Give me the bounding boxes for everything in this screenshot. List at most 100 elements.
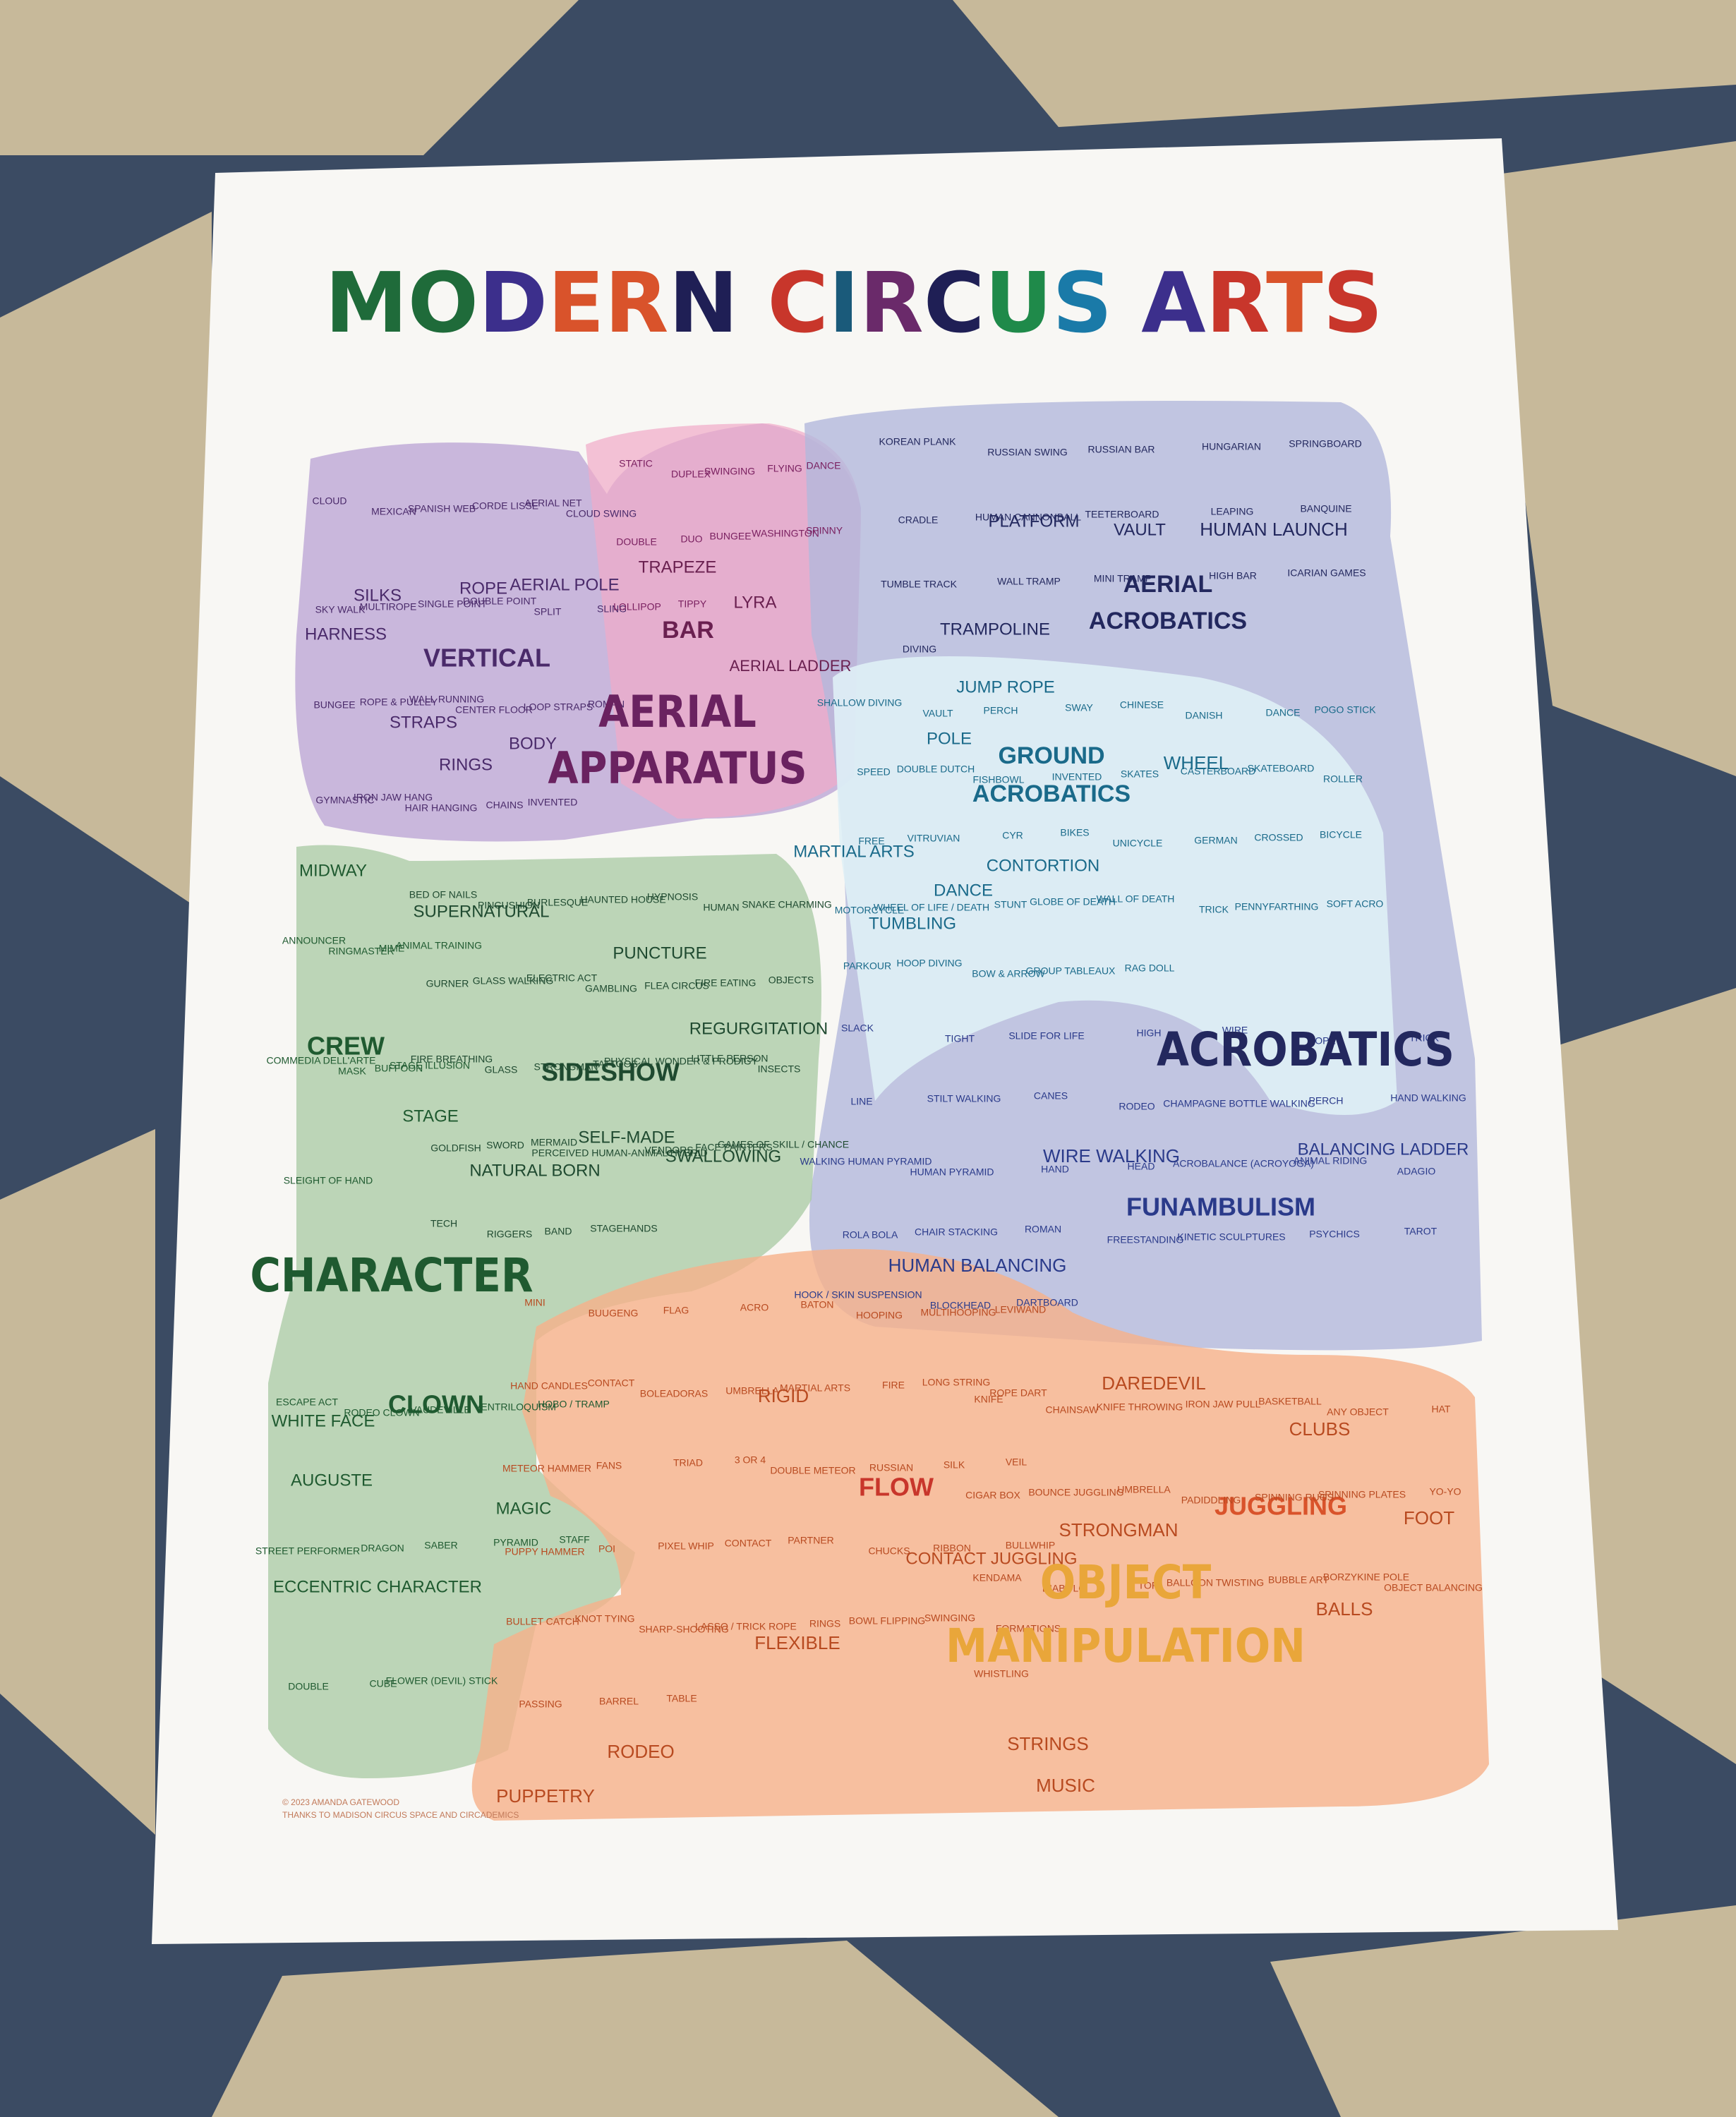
category-label: HUMAN BALANCING bbox=[888, 1255, 1067, 1276]
subcategory-label: DOUBLE DUTCH bbox=[897, 764, 975, 775]
subcategory-label: FLEA CIRCUS bbox=[644, 980, 709, 991]
subcategory-label: WALL OF DEATH bbox=[1097, 893, 1175, 905]
subcategory-label: ROLLER bbox=[1323, 773, 1363, 785]
category-label: PLATFORM bbox=[989, 512, 1080, 531]
subcategory-label: WASHINGTON bbox=[752, 528, 819, 539]
category-label: CONTORTION bbox=[987, 856, 1099, 875]
subcategory-label: PADIDDLING bbox=[1181, 1495, 1241, 1506]
subcategory-label: CUBE bbox=[370, 1678, 397, 1689]
subcategory-label: GROUP TABLEAUX bbox=[1026, 965, 1116, 977]
subcategory-label: CROSSED bbox=[1254, 832, 1303, 843]
subcategory-label: ROMAN bbox=[1025, 1224, 1061, 1235]
subcategory-label: RUSSIAN BAR bbox=[1088, 444, 1155, 455]
subcategory-label: HAIR HANGING bbox=[405, 802, 478, 814]
region-label-acrobatics: ACROBATICS bbox=[1157, 1023, 1454, 1077]
region-aerial-apparatus-pink bbox=[586, 423, 861, 819]
category-label: TRAPEZE bbox=[639, 557, 717, 577]
subcategory-label: SPEED bbox=[857, 766, 890, 778]
subcategory-label: FORMATIONS bbox=[996, 1623, 1061, 1634]
title-letter: N bbox=[669, 254, 739, 351]
title-letter: I bbox=[828, 254, 860, 351]
subcategory-label: LEAPING bbox=[1211, 506, 1254, 517]
poster-title: MODERN CIRCUS ARTS bbox=[325, 254, 1382, 351]
subcategory-label: CLOUD bbox=[312, 495, 346, 507]
subcategory-label: CORDE LISSE bbox=[472, 500, 538, 512]
subcategory-label: PYRAMID bbox=[493, 1537, 538, 1548]
subcategory-label: DUO bbox=[680, 533, 702, 545]
subcategory-label: FIRE BREATHING bbox=[411, 1054, 493, 1065]
subcategory-label: BULLET CATCH bbox=[506, 1616, 579, 1627]
subcategory-label: TRIAD bbox=[673, 1457, 703, 1468]
subcategory-label: CHAINSAW bbox=[1046, 1404, 1099, 1416]
subcategory-label: FIRE bbox=[882, 1380, 905, 1391]
category-label: SUPERNATURAL bbox=[414, 902, 550, 921]
category-label: ROPE bbox=[459, 579, 507, 598]
subcategory-label: GLOBE OF DEATH bbox=[1030, 896, 1116, 907]
category-label: CLUBS bbox=[1289, 1418, 1351, 1440]
subcategory-label: RODEO bbox=[1119, 1101, 1155, 1112]
subcategory-label: INSECTS bbox=[758, 1063, 801, 1075]
title-letter: U bbox=[984, 254, 1052, 351]
subcategory-label: HOOPING bbox=[856, 1310, 903, 1321]
title-letter: S bbox=[1323, 254, 1383, 351]
subcategory-label: TUMBLE TRACK bbox=[881, 579, 958, 590]
subcategory-label: UNICYCLE bbox=[1113, 838, 1163, 849]
subcategory-label: DANCE bbox=[806, 460, 840, 471]
category-label: ECCENTRIC CHARACTER bbox=[273, 1577, 482, 1596]
region-object-manipulation bbox=[471, 1249, 1489, 1821]
subcategory-label: IRON JAW HANG bbox=[354, 792, 433, 803]
category-label: BALLS bbox=[1316, 1598, 1373, 1620]
category-label: MAGIC bbox=[496, 1499, 552, 1518]
subcategory-label: TIGHT bbox=[945, 1033, 975, 1044]
subcategory-label: MINI bbox=[524, 1297, 545, 1308]
subcategory-label: PHYSICAL WONDER & PRODIGY bbox=[604, 1056, 759, 1067]
subcategory-label: FANS bbox=[596, 1460, 622, 1471]
category-label: REGURGITATION bbox=[689, 1019, 828, 1038]
subcategory-label: TAROT bbox=[1404, 1226, 1437, 1237]
subcategory-label: MASK bbox=[338, 1066, 366, 1077]
subcategory-label: LOLLIPOP bbox=[613, 601, 661, 613]
subcategory-label: BANQUINE bbox=[1300, 503, 1351, 514]
subcategory-label: PSYCHICS bbox=[1309, 1229, 1360, 1240]
subcategory-label: GURNER bbox=[426, 978, 469, 989]
subcategory-label: HOOK / SKIN SUSPENSION bbox=[794, 1289, 922, 1301]
category-label: RIGID bbox=[758, 1385, 809, 1406]
subcategory-label: WALL RUNNING bbox=[409, 694, 484, 705]
subcategory-label: PERCH bbox=[1308, 1095, 1343, 1106]
subcategory-label: CHAIR STACKING bbox=[915, 1226, 998, 1238]
subcategory-label: HOBO / TRAMP bbox=[538, 1399, 610, 1410]
category-label: JUGGLING bbox=[1214, 1492, 1347, 1521]
subcategory-label: POGO STICK bbox=[1314, 704, 1376, 716]
category-label: CONTACT JUGGLING bbox=[905, 1549, 1077, 1568]
subcategory-label: FLOWER (DEVIL) STICK bbox=[386, 1675, 498, 1687]
subcategory-label: HAND bbox=[1041, 1164, 1069, 1175]
subcategory-label: TATTOOS bbox=[593, 1058, 638, 1070]
subcategory-label: LASSO / TRICK ROPE bbox=[695, 1621, 797, 1632]
subcategory-label: SWORD bbox=[486, 1140, 524, 1151]
subcategory-label: AERIAL NET bbox=[524, 497, 582, 509]
subcategory-label: WALKING HUMAN PYRAMID bbox=[800, 1156, 932, 1167]
subcategory-label: VENDORS bbox=[644, 1145, 693, 1156]
rug-pattern-shape bbox=[0, 0, 579, 155]
subcategory-label: GLASS WALKING bbox=[473, 975, 554, 987]
subcategory-label: SOFT ACRO bbox=[1327, 898, 1384, 910]
title-letter: R bbox=[605, 254, 669, 351]
subcategory-label: FIRE EATING bbox=[695, 977, 757, 989]
category-label: GROUND bbox=[998, 742, 1104, 769]
subcategory-label: INVENTED bbox=[1052, 771, 1102, 783]
subcategory-label: STATIC bbox=[619, 458, 653, 469]
subcategory-label: ADAGIO bbox=[1397, 1166, 1436, 1177]
subcategory-label: TOP bbox=[1138, 1580, 1159, 1591]
subcategory-label: TIPPY bbox=[678, 598, 707, 610]
subcategory-label: HAUNTED HOUSE bbox=[580, 894, 665, 905]
rug-pattern-shape bbox=[0, 212, 212, 917]
subcategory-label: ROMAN bbox=[588, 699, 625, 710]
subcategory-label: TEETERBOARD bbox=[1085, 509, 1159, 520]
category-label: SELF-MADE bbox=[578, 1128, 675, 1147]
subcategory-label: BULLWHIP bbox=[1006, 1540, 1056, 1551]
subcategory-label: BOLEADORAS bbox=[640, 1388, 708, 1399]
subcategory-label: WALL TRAMP bbox=[997, 576, 1061, 587]
subcategory-label: PERCH bbox=[983, 705, 1018, 716]
subcategory-label: MERMAID bbox=[531, 1137, 577, 1148]
